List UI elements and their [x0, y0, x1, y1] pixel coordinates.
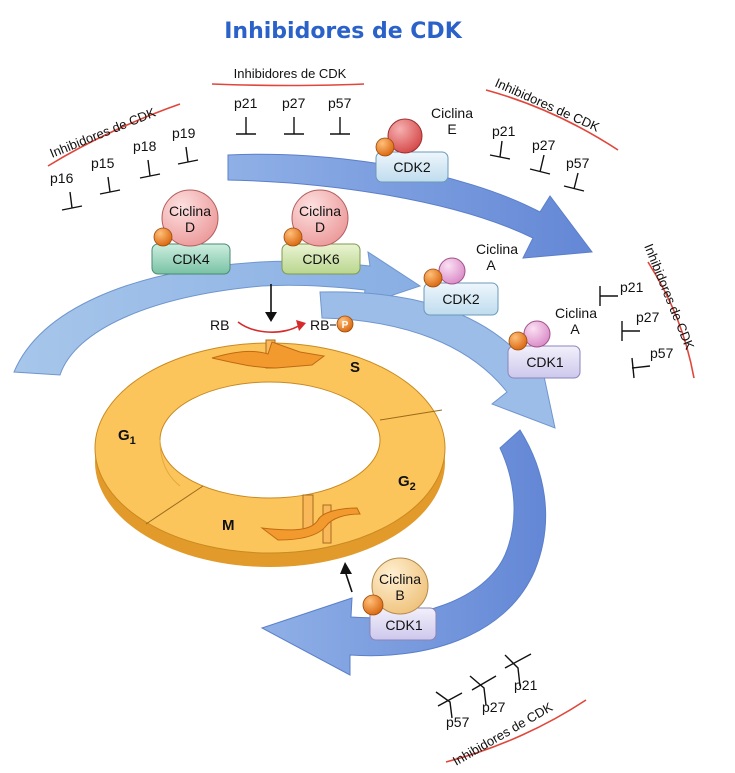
inhibitor-p21: p21 — [492, 123, 516, 139]
diagram-title: Inhibidores de CDK — [224, 19, 462, 44]
inhibitor-p18: p18 — [133, 138, 157, 154]
cyclin-d-label: Ciclina — [299, 203, 341, 219]
cdk2-label: CDK2 — [393, 159, 431, 175]
cyclin-a-cdk2-complex: Ciclina A CDK2 — [423, 241, 518, 316]
cyclin-e-label: Ciclina — [431, 105, 473, 121]
svg-text:P: P — [342, 320, 349, 331]
inhibitor-group-bottom: Inhibidores de CDK p21 p27 p57 — [435, 653, 587, 769]
svg-text:B: B — [395, 587, 404, 603]
svg-text:D: D — [315, 219, 325, 235]
rb-phosphorylation: RB RB P — [210, 284, 354, 333]
inhibitor-p27: p27 — [282, 95, 306, 111]
cyclin-d-label: Ciclina — [169, 203, 211, 219]
cdk6-label: CDK6 — [302, 251, 340, 267]
svg-text:A: A — [570, 321, 580, 337]
cyclin-b-cdk1-complex: Ciclina B CDK1 — [362, 557, 437, 641]
phase-m-label: M — [222, 517, 235, 534]
svg-text:A: A — [486, 257, 496, 273]
inhibitor-p21: p21 — [514, 677, 538, 693]
g1-progression-arrow — [13, 250, 422, 376]
phosphate-icon — [336, 315, 354, 333]
inhibitor-p57: p57 — [446, 714, 470, 730]
inhibitor-p27: p27 — [636, 309, 660, 325]
inhibitor-p15: p15 — [91, 155, 115, 171]
inhibitor-group-label: Inhibidores de CDK — [641, 242, 697, 352]
inhibitor-p27: p27 — [482, 699, 506, 715]
inhibitor-p19: p19 — [172, 125, 196, 141]
cell-cycle-ring — [94, 339, 446, 567]
cyclin-a-label: Ciclina — [476, 241, 518, 257]
phase-g2-label: G2 — [398, 473, 416, 493]
inhibitor-group-right: Inhibidores de CDK p21 p27 p57 — [599, 242, 697, 379]
inhibitor-group-top-center: Inhibidores de CDK p21 p27 p57 — [211, 66, 365, 135]
cyclin-e-cdk2-complex: Ciclina E CDK2 — [375, 105, 473, 183]
rb-phosphorylated-label: RB — [310, 317, 329, 333]
cyclin-a-cdk1-complex: Ciclina A CDK1 — [507, 305, 597, 379]
phase-s-label: S — [350, 359, 360, 376]
inhibitor-p21: p21 — [620, 279, 644, 295]
phase-g1-label: G1 — [118, 427, 136, 447]
cdk1-label: CDK1 — [385, 617, 423, 633]
inhibitor-p16: p16 — [50, 170, 74, 186]
svg-text:D: D — [185, 219, 195, 235]
cdk1-label: CDK1 — [526, 354, 564, 370]
cyclin-b-label: Ciclina — [379, 571, 421, 587]
inhibitor-p57: p57 — [328, 95, 352, 111]
rb-label: RB — [210, 317, 229, 333]
cyclin-a-label: Ciclina — [555, 305, 597, 321]
inhibitor-group-label: Inhibidores de CDK — [234, 66, 347, 81]
inhibitor-group-top-right: Inhibidores de CDK p21 p27 p57 — [485, 75, 619, 192]
cdk4-label: CDK4 — [172, 251, 210, 267]
svg-text:E: E — [447, 121, 456, 137]
inhibitor-p57: p57 — [566, 155, 590, 171]
inhibitor-p27: p27 — [532, 137, 556, 153]
inhibitor-p57: p57 — [650, 345, 674, 361]
inhibitor-p21: p21 — [234, 95, 258, 111]
cyclin-d-cdk6-complex: Ciclina D CDK6 — [281, 189, 361, 275]
cdk2-label: CDK2 — [442, 291, 480, 307]
s-entry-arrow — [227, 153, 593, 259]
cyclin-d-cdk4-complex: Ciclina D CDK4 — [151, 189, 231, 275]
m-progression-arrow — [260, 429, 547, 676]
